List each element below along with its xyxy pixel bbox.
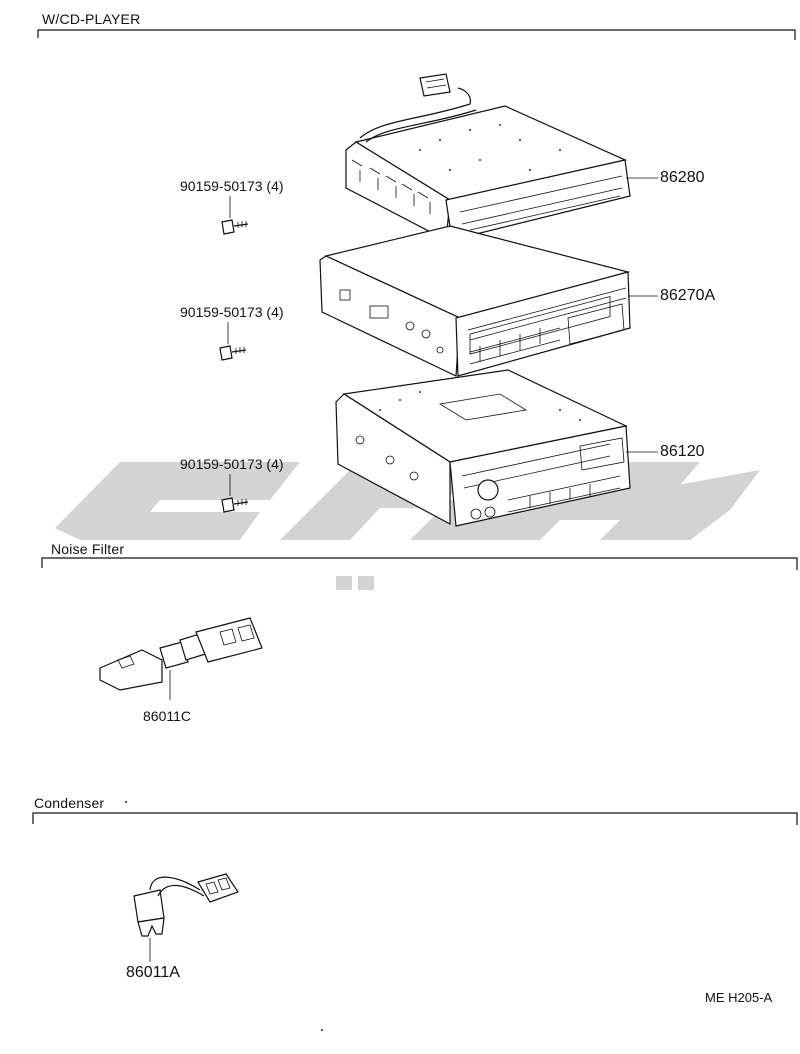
part-label-tape-unit: 86270A <box>660 287 716 304</box>
section-bracket-noise-filter <box>41 557 798 570</box>
part-label-noise-filter: 86011C <box>143 708 192 724</box>
section-title-condenser: Condenser <box>34 795 105 811</box>
tape-deck-unit <box>319 225 631 377</box>
part-label-screw-1: 90159-50173 (4) <box>180 178 284 194</box>
cd-player-unit <box>345 73 631 241</box>
condenser-part <box>133 873 239 962</box>
part-label-screw-3: 90159-50173 (4) <box>180 456 284 472</box>
screw-icon <box>221 497 249 513</box>
section-title-noise-filter: Noise Filter <box>51 541 125 557</box>
diagram-code: ME H205-A <box>705 990 773 1005</box>
screw-icon <box>221 219 249 235</box>
part-label-cd-unit: 86280 <box>660 169 705 186</box>
section-bracket-condenser <box>32 812 798 825</box>
part-label-screw-2: 90159-50173 (4) <box>180 304 284 320</box>
noise-filter-harness <box>99 617 263 700</box>
screw-icon <box>219 345 247 361</box>
part-label-condenser: 86011A <box>126 964 180 981</box>
section-bracket-cd-player <box>37 29 796 40</box>
part-label-radio-unit: 86120 <box>660 443 705 460</box>
radio-unit <box>335 369 631 527</box>
section-title-cd-player: W/CD-PLAYER <box>42 11 141 27</box>
